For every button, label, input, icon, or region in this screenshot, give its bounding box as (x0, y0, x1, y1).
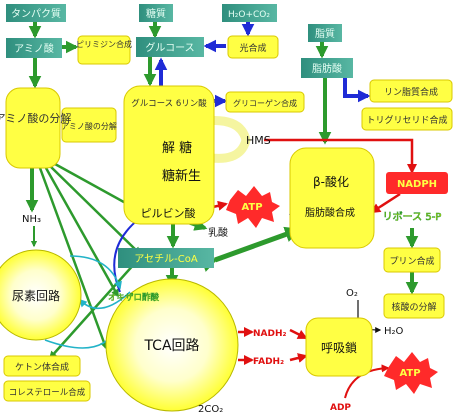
two-co2-label: 2CO₂ (198, 404, 223, 415)
acetyl-coa-label: アセチル-CoA (134, 253, 198, 265)
nh3-label: NH₃ (22, 214, 41, 225)
fas-label: 脂肪酸合成 (305, 206, 355, 219)
fadh2-label: FADH₂ (253, 357, 284, 367)
fatty-acid-box (301, 58, 353, 78)
cholesterol-box (3, 380, 91, 402)
ketone-box (3, 355, 81, 377)
h2o-co2-label: H₂O+CO₂ (228, 10, 270, 20)
arrow-nadh-resp (289, 328, 308, 340)
beta-ox-box (289, 147, 375, 249)
sugar-box (139, 4, 173, 22)
nadph-box (386, 172, 448, 194)
glycolysis-box (123, 85, 215, 225)
photosynthesis-box (227, 35, 279, 59)
hms-label: HMS (246, 134, 271, 147)
pyruvate-label: ピルビン酸 (141, 206, 196, 220)
fatty-acid-label: 脂肪酸 (312, 62, 342, 75)
ketone-label: ケトン体合成 (15, 361, 69, 373)
nadh2-label: NADH₂ (253, 329, 287, 339)
cholesterol-label: コレステロール合成 (9, 387, 86, 398)
purine-label: プリン合成 (389, 255, 434, 267)
urea-cycle-circle (0, 249, 82, 341)
h2o-label: H₂O (384, 326, 404, 337)
arrow-urea-tca (69, 255, 122, 290)
o2-label: O₂ (346, 288, 358, 299)
arrow-acetyl-beta (200, 226, 302, 272)
phospholipid-box (369, 79, 453, 103)
glucose-box (136, 37, 204, 57)
amino-acid-label: アミノ酸 (14, 42, 54, 55)
sugar-label: 糖質 (146, 7, 166, 20)
hms-cycle-arrow (197, 116, 251, 163)
respiratory-chain-label: 呼吸鎖 (321, 340, 357, 355)
amino-breakdown-label: アミノ酸の分解 (0, 111, 71, 125)
glucose-label: グルコース (145, 41, 194, 54)
tca-cycle-circle (105, 278, 239, 412)
nadph-label: NADPH (397, 179, 437, 190)
tca-cycle-label: TCA回路 (143, 338, 199, 354)
amino-breakdown-box (5, 87, 61, 169)
amino-acid-box (6, 38, 62, 58)
arrow-nadph-fas (370, 192, 401, 214)
beta-ox-label: β-酸化 (313, 174, 349, 189)
urea-cycle-label: 尿素回路 (12, 288, 60, 303)
amino-breakdown-small-label: アミノ酸の分解 (61, 121, 117, 131)
pyrimidine-box (77, 35, 131, 65)
gluconeogenesis-label: 糖新生 (162, 168, 201, 184)
atp-top-burst (226, 186, 280, 228)
purine-box (383, 247, 441, 273)
arrow-breakdown-acetyl (49, 165, 142, 256)
lipid-label: 脂質 (315, 27, 335, 40)
h2o-co2-box (222, 4, 277, 22)
phospholipid-label: リン脂質合成 (384, 86, 438, 98)
lipid-box (308, 24, 342, 42)
acetyl-coa-box (118, 248, 214, 268)
arrow-fadh-resp (289, 353, 308, 363)
arrow-tca-urea (78, 291, 131, 310)
lactate-label: 乳酸 (208, 226, 228, 239)
arrow-breakdown-tca (38, 167, 108, 350)
atp-bottom-label: ATP (399, 368, 420, 379)
adp-label: ADP (330, 403, 351, 413)
nucleic-box (383, 293, 445, 319)
nucleic-label: 核酸の分解 (391, 301, 436, 313)
atp-bottom-burst (384, 352, 438, 394)
amino-breakdown-small-box (61, 107, 117, 143)
ribose-label: リボース 5-P (383, 211, 442, 223)
atp-top-label: ATP (241, 202, 262, 213)
triglyceride-label: トリグリセリド合成 (366, 114, 447, 126)
glycogen-label: グリコーゲン合成 (233, 98, 297, 108)
arrow-acetyl-ketone (48, 261, 137, 360)
respiratory-chain-box (305, 317, 373, 377)
protein-label: タンパク質 (11, 7, 61, 20)
pyrimidine-label: ピリミジン合成 (76, 39, 132, 49)
photosynthesis-label: 光合成 (239, 42, 266, 54)
protein-box (6, 4, 66, 22)
arrow-fatty-phospholipid (343, 75, 371, 103)
glycogen-box (225, 91, 305, 113)
oxaloacetate-label: オキザロ酢酸 (108, 292, 160, 303)
glycolysis-label: 解 糖 (162, 140, 192, 156)
arrow-breakdown-oxalo (44, 167, 120, 298)
triglyceride-box (361, 107, 453, 131)
arrow-hms-nadph (264, 138, 417, 174)
g6p-label: グルコース 6リン酸 (131, 98, 207, 109)
